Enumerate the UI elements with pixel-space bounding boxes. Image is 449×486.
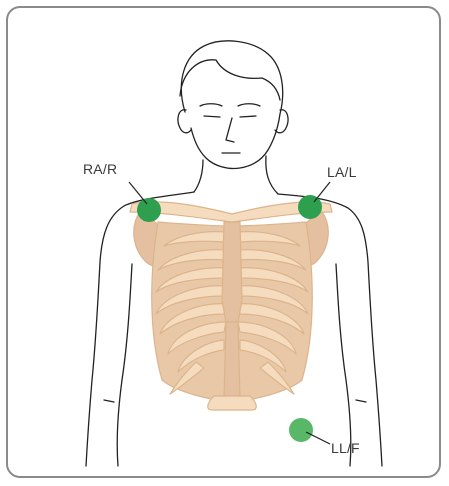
right-eye bbox=[240, 116, 256, 117]
electrode-label-ra: RA/R bbox=[83, 161, 117, 177]
sternum bbox=[222, 222, 242, 322]
electrode-label-la: LA/L bbox=[327, 164, 357, 180]
right-torso-side bbox=[336, 264, 351, 466]
electrode-ll bbox=[289, 418, 313, 442]
nose bbox=[226, 118, 234, 142]
right-brow bbox=[238, 104, 260, 106]
left-elbow-mark bbox=[104, 400, 114, 402]
left-torso-side bbox=[117, 264, 132, 466]
electrode-label-ll: LL/F bbox=[331, 440, 360, 456]
neck-right bbox=[266, 156, 278, 194]
electrode-ra bbox=[137, 198, 161, 222]
head-outline bbox=[181, 41, 282, 169]
ribcage bbox=[130, 202, 332, 410]
hair-line bbox=[180, 60, 280, 100]
left-brow bbox=[200, 104, 222, 106]
electrode-la bbox=[298, 195, 322, 219]
pelvis-rim bbox=[208, 396, 257, 410]
left-eye bbox=[204, 116, 220, 117]
left-ear bbox=[178, 110, 191, 133]
spine bbox=[224, 322, 240, 398]
right-elbow-mark bbox=[356, 400, 366, 402]
neck-left bbox=[194, 160, 203, 192]
